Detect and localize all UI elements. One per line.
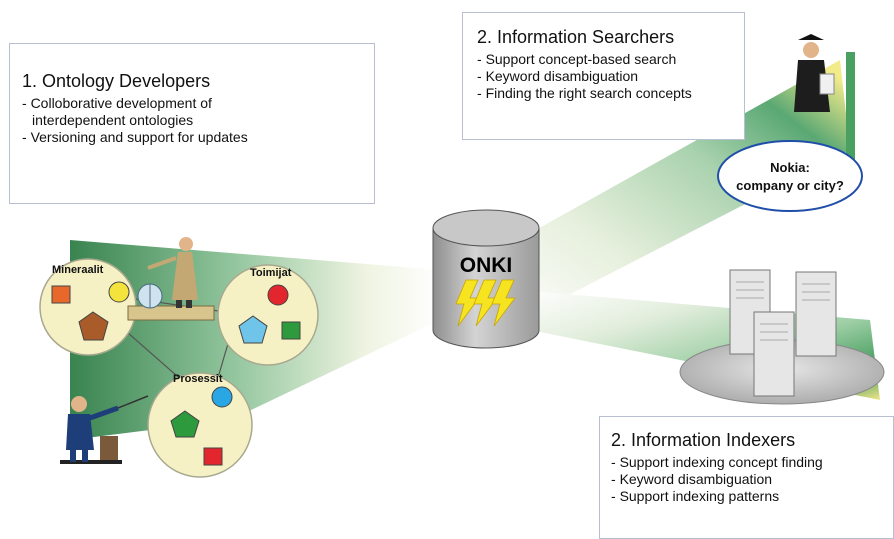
list-item: Support indexing patterns: [611, 488, 885, 505]
information-searchers-title: 2. Information Searchers: [477, 27, 675, 47]
presenter-icon: [147, 237, 198, 308]
list-item: interdependent ontologies: [32, 112, 194, 128]
label-mineraalit: Mineraalit: [52, 264, 104, 276]
graduate-icon: [794, 34, 835, 112]
bubble-line-2: company or city?: [736, 178, 844, 193]
speech-bubble: Nokia: company or city?: [717, 140, 863, 212]
onki-label: ONKI: [460, 254, 513, 277]
ontology-developers-title: 1. Ontology Developers: [22, 71, 211, 91]
toimijat-circle: [217, 264, 319, 366]
list-item: Colloborative development of: [22, 95, 366, 112]
information-indexers-box: 2. Information Indexers Support indexing…: [599, 416, 894, 539]
ontology-developers-list: Colloborative development of interdepend…: [22, 95, 366, 146]
list-item: Keyword disambiguation: [477, 68, 736, 85]
businessman-icon: [60, 395, 149, 464]
onki-database-icon: [432, 209, 540, 349]
beam-to-searchers: [500, 60, 850, 320]
green-post: [846, 52, 855, 162]
label-toimijat: Toimijat: [250, 267, 292, 279]
lightning-icon: [455, 279, 516, 327]
information-indexers-list: Support indexing concept finding Keyword…: [611, 454, 885, 505]
server-cluster-icon: [679, 269, 885, 405]
list-item: Keyword disambiguation: [611, 471, 885, 488]
prosessit-circle: [147, 372, 253, 478]
ontology-developers-box: 1. Ontology Developers Colloborative dev…: [9, 43, 375, 204]
information-searchers-box: 2. Information Searchers Support concept…: [462, 12, 745, 140]
list-item: Support concept-based search: [477, 51, 736, 68]
list-item: Support indexing concept finding: [611, 454, 885, 471]
bubble-line-1: Nokia:: [770, 160, 810, 175]
label-prosessit: Prosessit: [173, 373, 223, 385]
list-item: Finding the right search concepts: [477, 85, 736, 102]
globe-icon: [127, 283, 215, 321]
information-indexers-title: 2. Information Indexers: [611, 430, 796, 450]
list-item: Versioning and support for updates: [22, 129, 366, 146]
information-searchers-list: Support concept-based search Keyword dis…: [477, 51, 736, 102]
